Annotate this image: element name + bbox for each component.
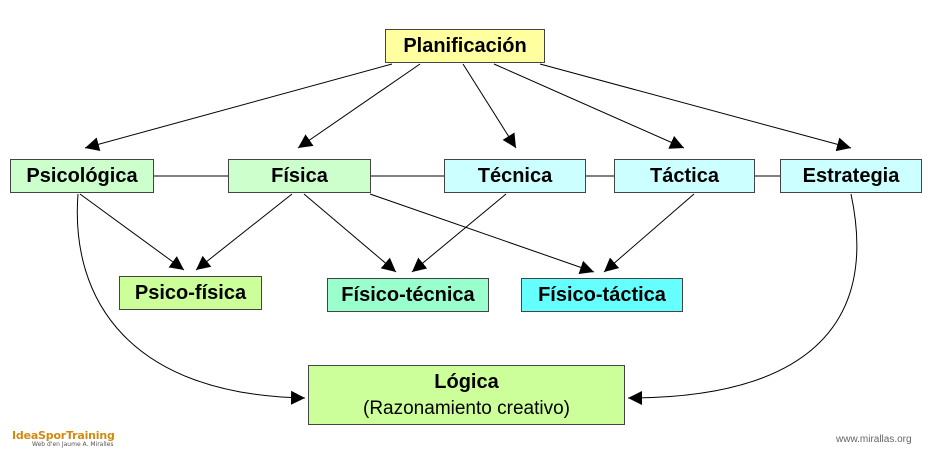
node-logica-subtitle: (Razonamiento creativo) xyxy=(363,397,570,419)
edge-fisica-to-fisicotactica xyxy=(369,193,595,275)
edge-fisica-to-fisicotecnica xyxy=(303,193,397,273)
node-tecnica: Técnica xyxy=(444,159,586,193)
node-fisicotecnica-label: Físico-técnica xyxy=(341,283,475,306)
node-logica: Lógica (Razonamiento creativo) xyxy=(308,365,625,425)
logo-brand-text: IdeaSporTraining xyxy=(12,429,115,442)
node-psicofisica: Psico-física xyxy=(119,276,262,310)
node-tactica-label: Táctica xyxy=(650,164,719,187)
node-fisica: Física xyxy=(228,159,371,193)
edge-psicologica-to-logica xyxy=(76,193,306,405)
node-psicologica-label: Psicológica xyxy=(26,164,138,187)
node-fisicotactica-label: Físico-táctica xyxy=(538,283,666,306)
node-estrategia-label: Estrategia xyxy=(802,164,900,187)
node-psicofisica-label: Psico-física xyxy=(134,281,247,304)
node-fisicotecnica: Físico-técnica xyxy=(327,278,489,312)
edge-planificacion-to-estrategia xyxy=(539,63,852,152)
node-planificacion: Planificación xyxy=(385,29,545,63)
logo-credit-text: Web d'en Jaume A. Miralles xyxy=(32,441,114,448)
node-planificacion-label: Planificación xyxy=(403,34,527,57)
ideasportraining-logo: IdeaSporTraining Web d'en Jaume A. Miral… xyxy=(12,429,115,448)
node-logica-label: Lógica xyxy=(434,370,499,393)
edge-tecnica-to-fisicotecnica xyxy=(411,193,507,273)
edge-fisica-to-psicofisica xyxy=(195,193,293,271)
node-fisicotactica: Físico-táctica xyxy=(521,278,683,312)
edge-planificacion-to-psicologica xyxy=(84,63,393,152)
node-psicologica: Psicológica xyxy=(10,159,154,193)
node-tecnica-label: Técnica xyxy=(477,164,553,187)
node-estrategia: Estrategia xyxy=(780,159,922,193)
node-fisica-label: Física xyxy=(271,164,328,187)
edge-planificacion-to-tecnica xyxy=(462,63,517,149)
edge-tactica-to-fisicotactica xyxy=(603,193,695,273)
node-tactica: Táctica xyxy=(614,159,755,193)
edge-estrategia-to-logica xyxy=(627,193,858,405)
edge-planificacion-to-tactica xyxy=(493,63,685,149)
site-url: www.mirallas.org xyxy=(836,434,912,445)
edge-psicologica-to-psicofisica xyxy=(79,193,185,271)
edge-planificacion-to-fisica xyxy=(297,63,421,149)
